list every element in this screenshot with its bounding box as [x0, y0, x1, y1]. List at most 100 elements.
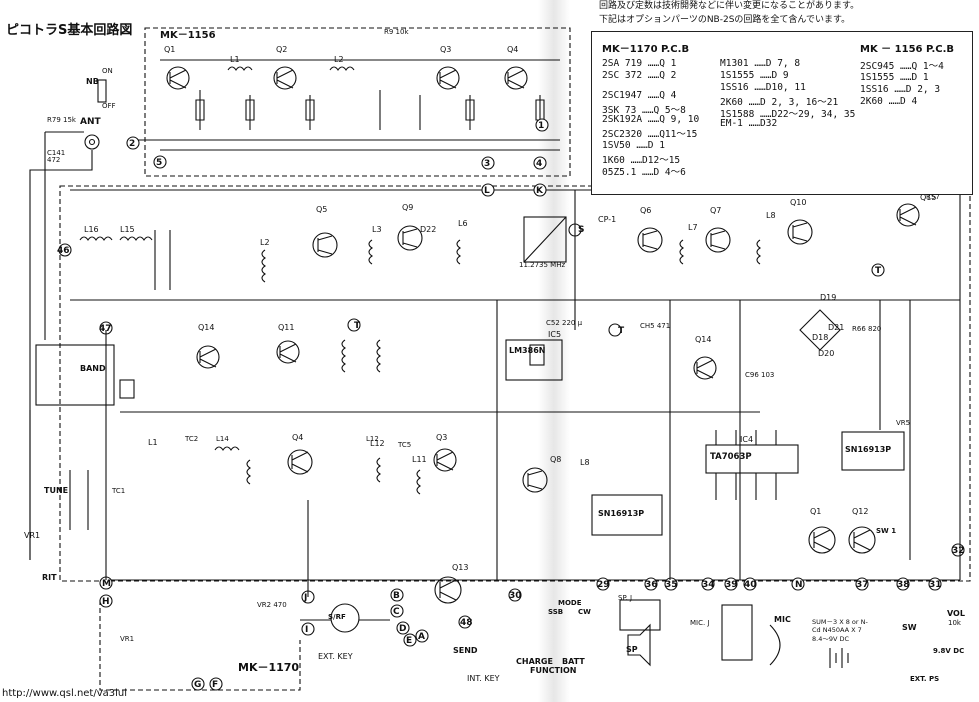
svg-text:48: 48: [460, 618, 473, 628]
mk1156-q4: [504, 66, 528, 90]
parts-row: 2K60 ……D 4: [860, 96, 918, 107]
ic3-lm386n: [505, 339, 563, 381]
nb-on-label: ON: [102, 67, 113, 75]
svg-text:36: 36: [645, 580, 658, 590]
ssb-label: SSB: [548, 608, 564, 616]
svg-text:L12: L12: [370, 439, 385, 448]
parts-row: 1K60 ……D12～15: [602, 155, 681, 166]
tc1-label: TC1: [112, 487, 126, 495]
svg-text:L6: L6: [458, 219, 468, 228]
svg-text:L15: L15: [120, 225, 135, 234]
q13-transistor: [434, 576, 462, 604]
l14-label: L14: [216, 435, 229, 443]
sn16913p-a: [591, 494, 663, 536]
svg-text:Q3: Q3: [440, 45, 451, 54]
svg-text:J: J: [303, 593, 307, 603]
mic-jack-label: MIC. J: [690, 619, 710, 627]
l12-label: L12: [366, 435, 379, 443]
mk1170-board-label: MK－1170: [238, 661, 300, 674]
svg-text:32: 32: [952, 546, 965, 556]
svg-text:L16: L16: [84, 225, 99, 234]
vr5-label: VR5: [896, 419, 911, 427]
svg-text:Q1: Q1: [810, 507, 821, 516]
parts-row: 1S1555 ……D 9: [720, 70, 789, 81]
svg-text:L1: L1: [148, 438, 158, 447]
sn16913p-b: [841, 431, 905, 471]
sn16913p-b-label: SN16913P: [845, 445, 892, 454]
ic3-label: LM386N: [509, 346, 546, 355]
mk1156-parts-title: MK － 1156 P.C.B: [860, 44, 955, 55]
mk1156-q3: [436, 66, 460, 90]
svg-text:Q5: Q5: [316, 205, 327, 214]
c52-label: C52 220 μ: [546, 319, 583, 327]
parts-list-table: MK－1170 P.C.B MK － 1156 P.C.B 2SA 719 ………: [591, 31, 973, 195]
svg-text:VR1: VR1: [24, 531, 40, 540]
ant-label: ANT: [80, 117, 101, 127]
sp-label: SP: [626, 645, 638, 654]
svg-text:34: 34: [702, 580, 715, 590]
svg-text:L11: L11: [412, 455, 427, 464]
svg-text:30: 30: [509, 591, 522, 601]
svg-text:Q1: Q1: [164, 45, 175, 54]
svg-text:40: 40: [744, 580, 757, 590]
q1-transistor: [808, 526, 836, 554]
svg-text:L1: L1: [230, 55, 240, 64]
sn16913p-a-label: SN16913P: [598, 509, 645, 518]
parts-row: 1SS16 ……D10, 11: [720, 82, 806, 93]
q11-transistor: [276, 340, 300, 364]
svg-text:35: 35: [665, 580, 678, 590]
crystal-frequency: 11.2735 MHz: [519, 261, 566, 269]
r9-label: R9 10k: [384, 28, 409, 36]
nb-switch: [97, 79, 107, 103]
diagram-title: ピコトラS基本回路図: [6, 23, 133, 38]
tc5-label: TC5: [398, 441, 412, 449]
svg-text:D21: D21: [828, 323, 844, 332]
source-url: http://www.qsl.net/va3iul: [2, 688, 128, 699]
vr1-label: VR1: [120, 635, 135, 643]
svg-text:Q4: Q4: [507, 45, 518, 54]
svg-text:Q9: Q9: [402, 203, 413, 212]
crystal-filter: [523, 216, 567, 263]
nb-label: NB: [86, 77, 99, 86]
svg-text:T: T: [875, 266, 882, 276]
vol-value: 10k: [948, 619, 961, 627]
parts-row: 3SK 73 ……Q 5～8: [602, 105, 686, 116]
svg-text:E: E: [406, 636, 412, 646]
q5-fet: [312, 232, 338, 258]
q15-transistor: [896, 203, 920, 227]
svg-text:M: M: [102, 579, 111, 589]
parts-row: 1SV50 ……D 1: [602, 140, 665, 151]
svg-text:S: S: [578, 225, 584, 235]
parts-row: 1S1588 ……D22～29, 34, 35: [720, 109, 856, 120]
dc-label: 9.8V DC: [933, 647, 965, 655]
q7-fet: [705, 227, 731, 253]
diode-bridge: [799, 309, 841, 351]
q6-fet: [637, 227, 663, 253]
svg-text:4: 4: [536, 159, 542, 169]
parts-row: 2SC 372 ……Q 2: [602, 70, 677, 81]
svg-text:F: F: [212, 680, 218, 690]
rit-label: RIT: [42, 573, 57, 582]
ext-ps-label: EXT. PS: [910, 675, 940, 683]
mk1156-q1: [166, 66, 190, 90]
ch5-label: CH5 471: [640, 322, 671, 330]
q9-fet: [397, 225, 423, 251]
ant-connector: [84, 134, 100, 150]
mk1170-parts-title: MK－1170 P.C.B: [602, 44, 690, 55]
mic-label: MIC: [774, 615, 791, 624]
svg-text:29: 29: [597, 580, 610, 590]
svg-text:L: L: [484, 186, 490, 196]
q12-transistor: [848, 526, 876, 554]
svg-text:A: A: [418, 632, 425, 642]
svg-text:46: 46: [57, 246, 70, 256]
parts-row: EM-1 ……D32: [720, 118, 778, 129]
q10-fet: [787, 219, 813, 245]
svg-text:L2: L2: [260, 238, 270, 247]
q4-transistor: [287, 449, 313, 475]
q14-transistor: [196, 345, 220, 369]
svg-text:B: B: [393, 591, 400, 601]
q14b-transistor: [693, 356, 717, 380]
main-board-outline: [59, 185, 971, 582]
svg-text:L3: L3: [372, 225, 382, 234]
svg-text:Q12: Q12: [852, 507, 868, 516]
